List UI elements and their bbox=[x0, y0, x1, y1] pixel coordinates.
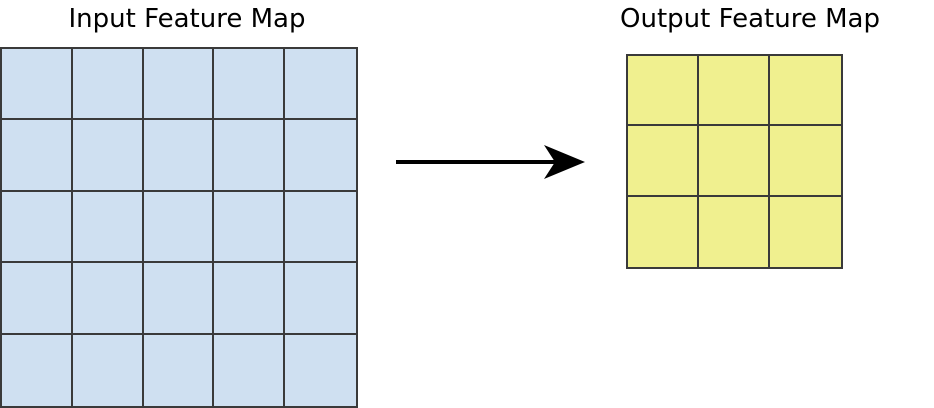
input-cell bbox=[2, 191, 73, 264]
input-cell bbox=[143, 120, 215, 192]
output-cell bbox=[699, 126, 770, 197]
input-cell bbox=[214, 263, 286, 335]
output-cell bbox=[628, 56, 699, 127]
output-cell bbox=[699, 196, 770, 267]
input-cell bbox=[285, 49, 356, 121]
output-cell bbox=[770, 56, 841, 127]
input-cell bbox=[214, 49, 286, 121]
input-cell bbox=[2, 334, 73, 406]
input-cell bbox=[285, 120, 356, 192]
input-cell bbox=[214, 120, 286, 192]
transform-arrow bbox=[392, 136, 592, 188]
output-feature-map-title: Output Feature Map bbox=[620, 4, 880, 34]
input-cell bbox=[72, 334, 144, 406]
output-cell bbox=[628, 196, 699, 267]
output-cell bbox=[699, 56, 770, 127]
input-cell bbox=[143, 49, 215, 121]
input-cell bbox=[285, 263, 356, 335]
input-cell bbox=[214, 334, 286, 406]
input-cell bbox=[143, 191, 215, 264]
input-cell bbox=[72, 120, 144, 192]
input-cell bbox=[143, 263, 215, 335]
arrow-head bbox=[544, 145, 585, 179]
output-cell bbox=[770, 196, 841, 267]
input-cell bbox=[143, 334, 215, 406]
output-cell bbox=[628, 126, 699, 197]
output-feature-map-grid bbox=[626, 54, 843, 269]
arrow-icon bbox=[396, 145, 585, 179]
input-cell bbox=[2, 263, 73, 335]
output-cell bbox=[770, 126, 841, 197]
input-cell bbox=[285, 334, 356, 406]
input-feature-map-grid bbox=[0, 47, 358, 408]
input-cell bbox=[2, 120, 73, 192]
input-cell bbox=[72, 49, 144, 121]
input-cell bbox=[72, 263, 144, 335]
input-cell bbox=[2, 49, 73, 121]
input-cell bbox=[285, 191, 356, 264]
input-cell bbox=[214, 191, 286, 264]
input-cell bbox=[72, 191, 144, 264]
input-feature-map-title: Input Feature Map bbox=[68, 4, 306, 34]
